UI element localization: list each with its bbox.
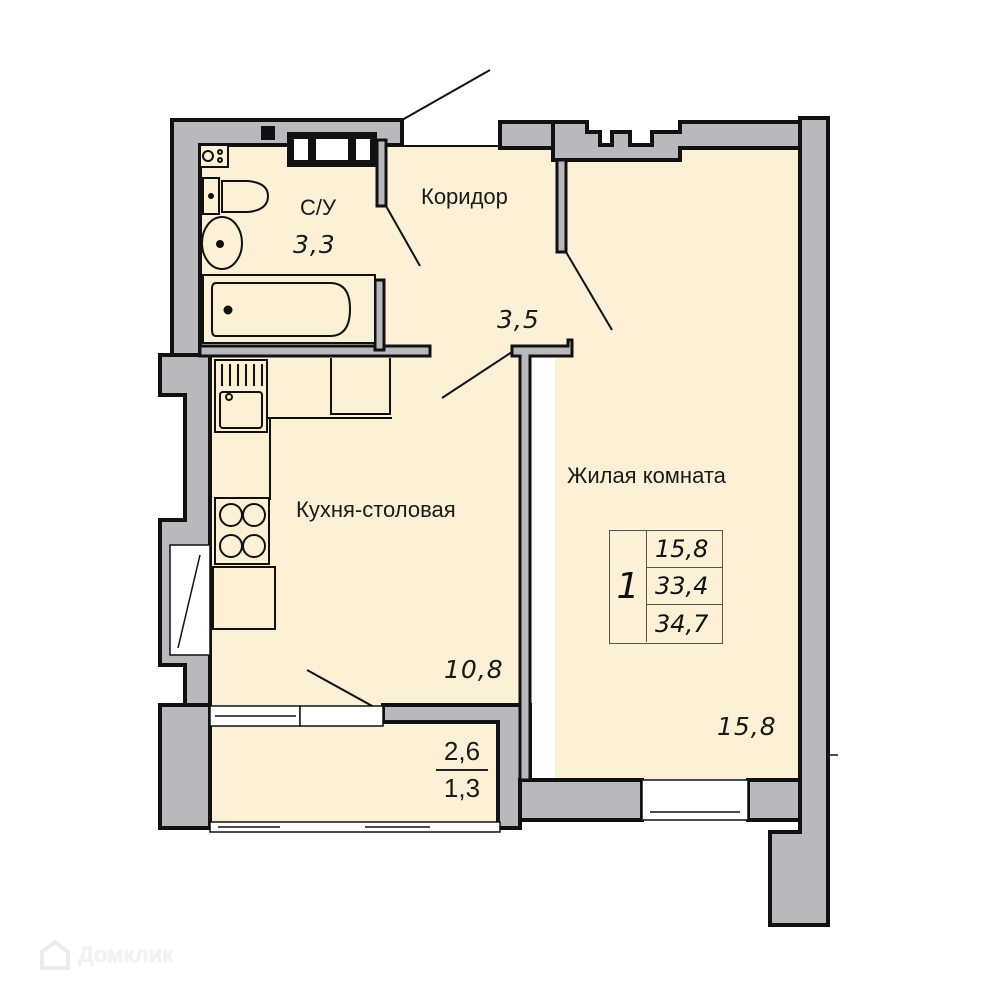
door-swings [306, 69, 613, 713]
corridor-area: 3,5 [497, 305, 540, 334]
sink-icon [214, 359, 268, 433]
living-room-area: 15,8 [717, 712, 777, 741]
apartment-summary-table: 1 15,8 33,4 34,7 [609, 530, 723, 644]
total-area-value: 33,4 [647, 568, 722, 605]
watermark-brand: Домклик [78, 942, 174, 967]
corridor-label: Коридор [421, 184, 508, 209]
bathroom-label: С/У [300, 195, 336, 220]
balcony-area: 2,6 1,3 [432, 736, 492, 804]
total-with-balcony-value: 34,7 [655, 609, 709, 638]
bathroom-fixtures [199, 126, 377, 344]
living-area-value: 15,8 [647, 531, 722, 568]
bathtub-icon [202, 274, 376, 344]
toilet-icon [202, 177, 270, 215]
watermark: Домклик [38, 938, 173, 972]
kitchen-label: Кухня-столовая [296, 497, 456, 522]
kitchen-area: 10,8 [444, 655, 504, 684]
window-glass-lines [177, 554, 740, 828]
washbasin-icon [201, 216, 243, 270]
stove-icon [214, 497, 270, 565]
living-room-label: Жилая комната [567, 463, 726, 488]
house-logo-icon [40, 939, 70, 970]
balcony-area-total: 2,6 [443, 736, 481, 766]
fraction-line [436, 769, 488, 771]
bathroom-area: 3,3 [293, 230, 336, 259]
balcony-area-reduced: 1,3 [443, 773, 481, 803]
partitions [198, 138, 574, 782]
kitchen-fixtures [212, 358, 392, 630]
rooms-count: 1 [610, 531, 647, 642]
ventilation-shaft-icon [261, 126, 275, 140]
